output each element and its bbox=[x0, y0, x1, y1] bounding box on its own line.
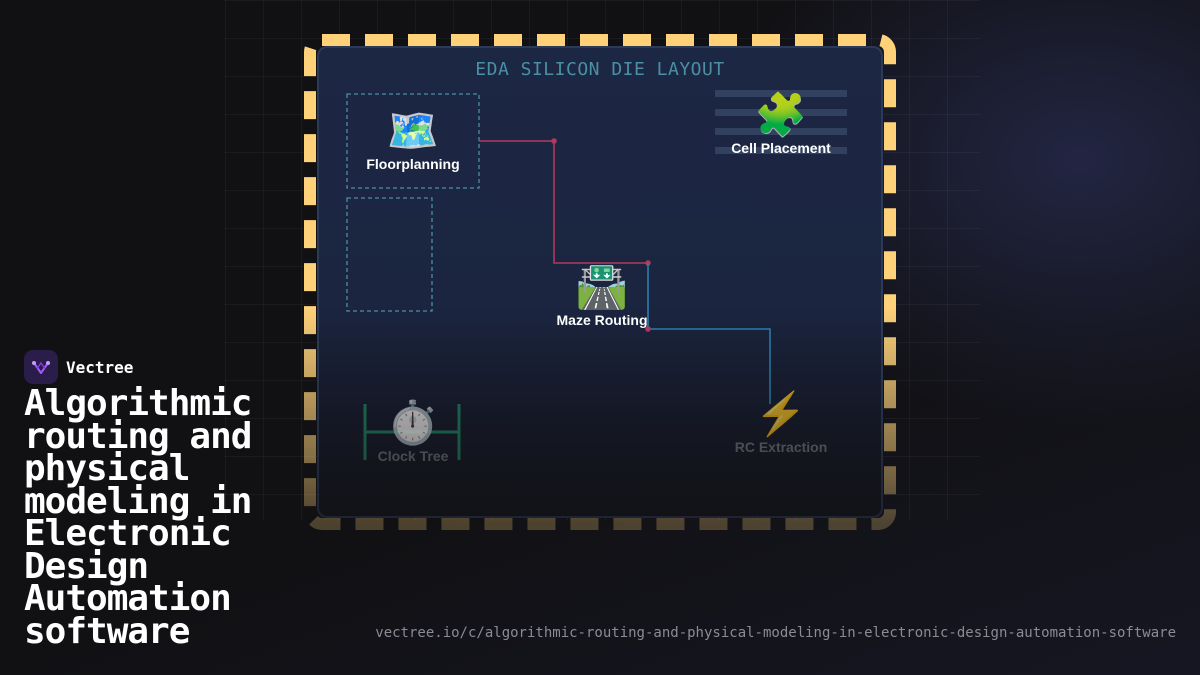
lightning-icon: ⚡ bbox=[754, 390, 808, 437]
node-clock-tree[interactable]: ⏱️ Clock Tree bbox=[357, 399, 469, 465]
map-icon: 🗺️ bbox=[386, 107, 440, 154]
brand[interactable]: Vectree bbox=[24, 350, 133, 384]
chip-package: EDA SILICON DIE LAYOUT bbox=[302, 32, 898, 532]
node-label: RC Extraction bbox=[734, 439, 828, 455]
puzzle-icon: 🧩 bbox=[754, 91, 808, 138]
node-label: Clock Tree bbox=[377, 448, 449, 464]
node-rc-extraction[interactable]: ⚡ RC Extraction bbox=[721, 390, 841, 456]
brand-name: Vectree bbox=[66, 357, 134, 377]
vectree-logo-icon bbox=[24, 350, 58, 384]
node-cell-placement[interactable]: 🧩 Cell Placement bbox=[721, 91, 841, 157]
page-url[interactable]: vectree.io/c/algorithmic-routing-and-phy… bbox=[375, 625, 1176, 641]
node-label: Cell Placement bbox=[731, 140, 831, 156]
placement-rows bbox=[715, 90, 847, 154]
node-label: Floorplanning bbox=[366, 156, 460, 172]
stopwatch-icon: ⏱️ bbox=[386, 399, 440, 446]
floorplan-region-secondary bbox=[346, 197, 433, 312]
silicon-die: EDA SILICON DIE LAYOUT bbox=[317, 46, 883, 518]
wire-routing-to-extraction bbox=[647, 263, 771, 404]
diagram-title: EDA SILICON DIE LAYOUT bbox=[475, 59, 725, 80]
page-headline: Algorithmic routing and physical modelin… bbox=[24, 383, 252, 652]
via-dot bbox=[551, 138, 557, 144]
road-icon: 🛣️ bbox=[575, 263, 629, 310]
chip-pin-frame bbox=[304, 34, 896, 530]
node-maze-routing[interactable]: 🛣️ Maze Routing bbox=[542, 263, 662, 329]
wire-floorplan-to-routing bbox=[479, 140, 648, 264]
node-label: Maze Routing bbox=[556, 312, 648, 328]
node-floorplanning[interactable]: 🗺️ Floorplanning bbox=[357, 107, 469, 173]
